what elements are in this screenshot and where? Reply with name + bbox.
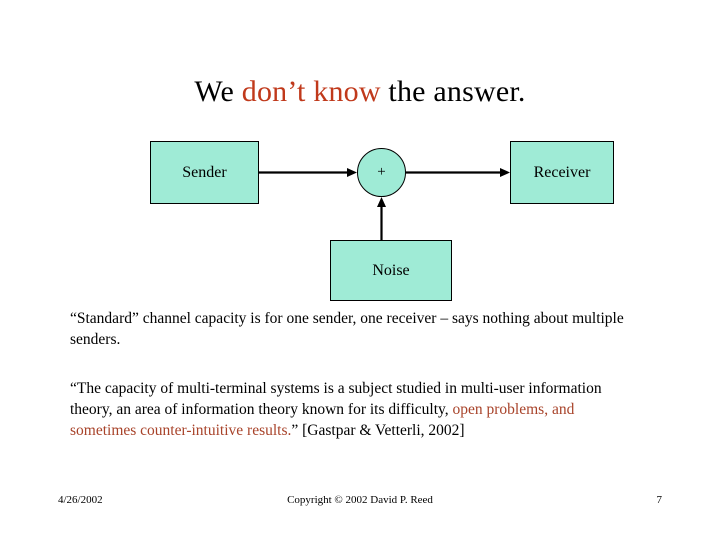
title-segment-red: don’t know xyxy=(241,75,381,108)
body-paragraph-2: “The capacity of multi-terminal systems … xyxy=(70,378,630,441)
footer-date: 4/26/2002 xyxy=(58,494,103,506)
body-paragraph-1-text: “Standard” channel capacity is for one s… xyxy=(70,310,624,348)
arrow-noise-to-sum xyxy=(377,197,386,240)
body-paragraph-2-highlight: open problems, and sometimes counter-int… xyxy=(70,401,575,439)
diagram-node-sender[interactable]: Sender xyxy=(150,141,259,204)
title-segment-black-1: We xyxy=(194,75,242,108)
body-paragraph-1: “Standard” channel capacity is for one s… xyxy=(70,308,630,350)
diagram-node-receiver-label: Receiver xyxy=(533,163,591,181)
body-paragraph-2-black-1: “The capacity of multi-terminal systems … xyxy=(70,380,602,418)
diagram-node-summation-label: + xyxy=(377,164,386,180)
arrow-sender-to-sum xyxy=(259,168,357,177)
slide-footer: 4/26/2002 Copyright © 2002 David P. Reed… xyxy=(0,494,720,514)
diagram-node-noise-label: Noise xyxy=(372,261,410,279)
footer-copyright: Copyright © 2002 David P. Reed xyxy=(287,494,433,506)
arrow-sum-to-receiver xyxy=(406,168,510,177)
diagram-node-receiver[interactable]: Receiver xyxy=(510,141,614,204)
diagram-node-summation[interactable]: + xyxy=(357,148,406,197)
footer-page-number: 7 xyxy=(656,494,663,506)
title-segment-black-2: the answer. xyxy=(380,75,526,108)
diagram-node-sender-label: Sender xyxy=(182,163,227,181)
diagram-node-noise[interactable]: Noise xyxy=(330,240,452,301)
page-title: We don’t know the answer. xyxy=(0,74,720,110)
body-paragraph-2-black-2: ” [Gastpar & Vetterli, 2002] xyxy=(291,422,465,439)
